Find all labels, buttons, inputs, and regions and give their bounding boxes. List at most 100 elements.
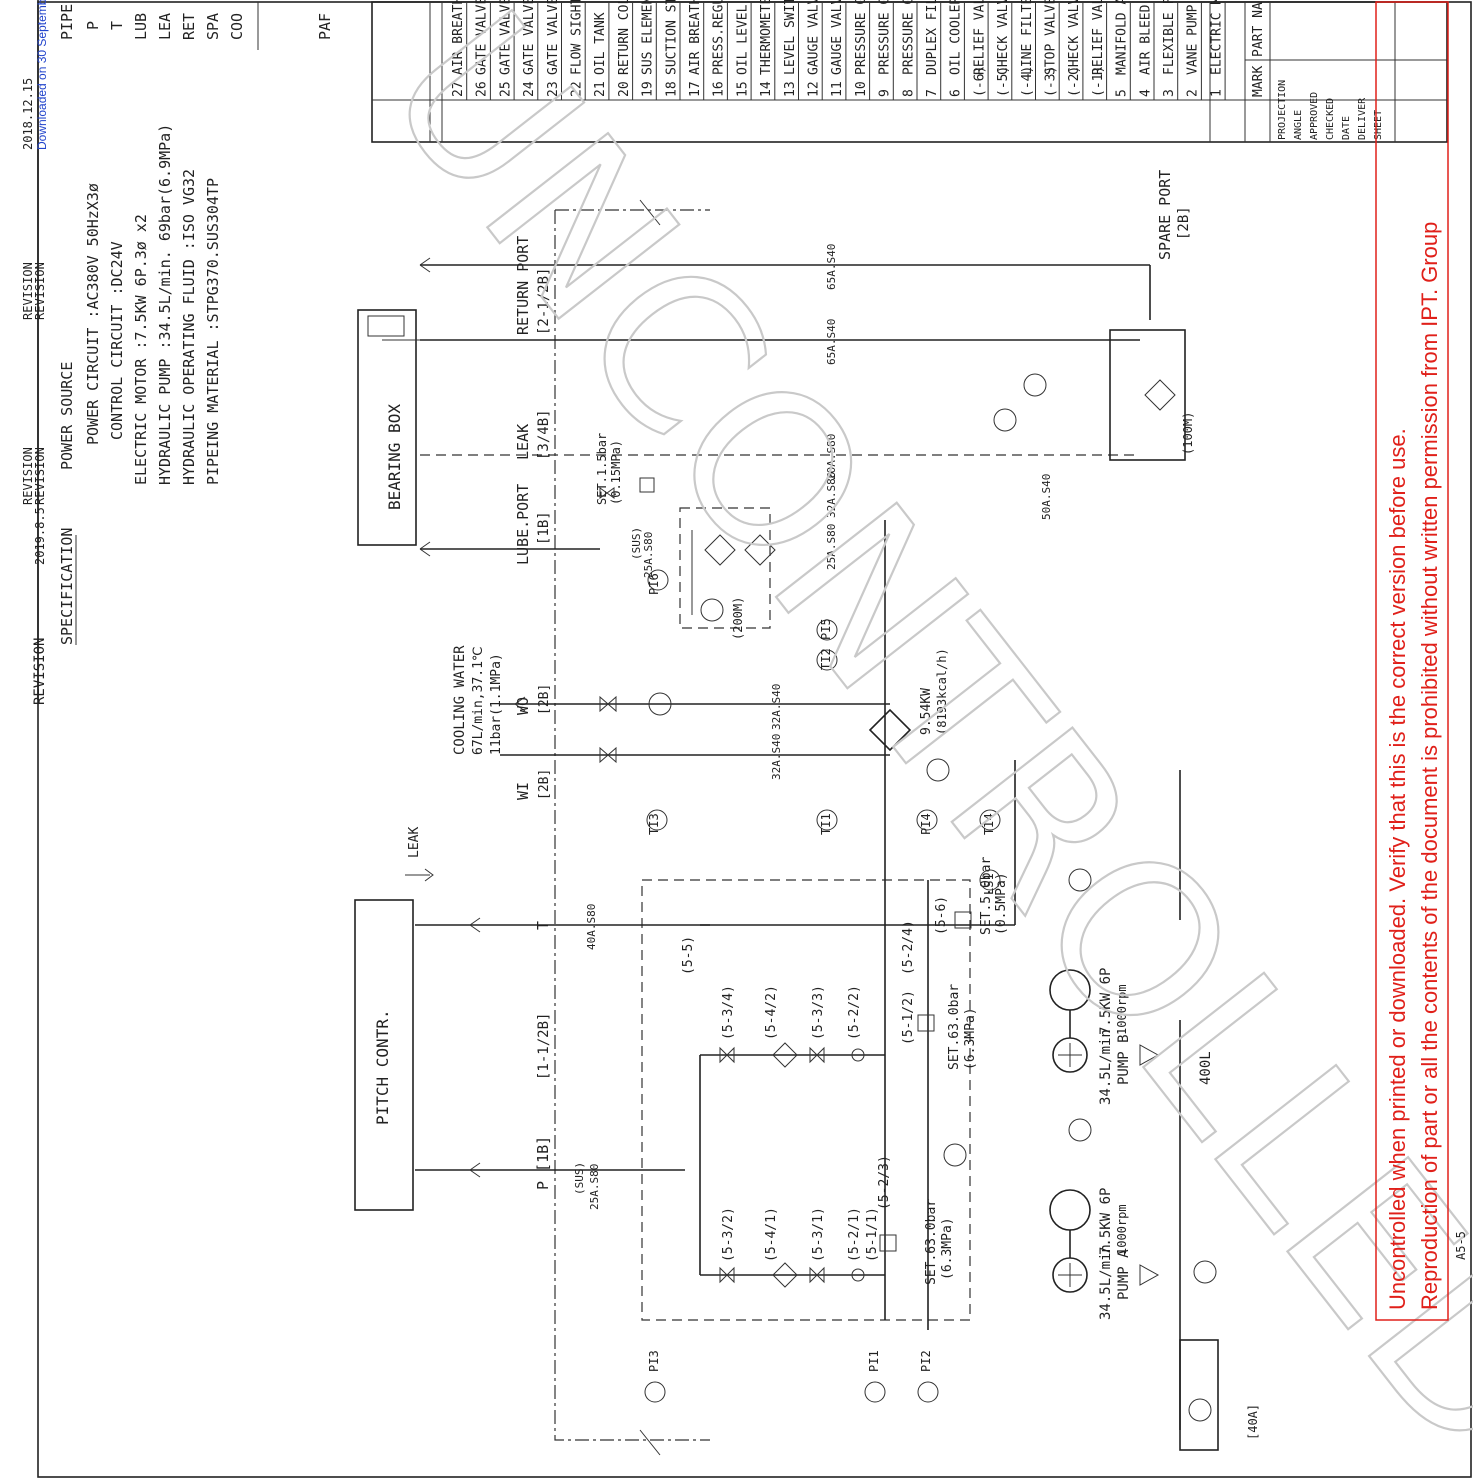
svg-text:50A.S40: 50A.S40 — [1040, 474, 1053, 520]
svg-text:(5-3/4): (5-3/4) — [721, 985, 736, 1040]
title-block-field: APPROVED — [1309, 92, 1320, 140]
disclaimer-line-2: Reproduction of part or all the contents… — [1417, 222, 1442, 1310]
part-name: RELIEF VAL — [1091, 0, 1106, 75]
part-number: 11 — [830, 81, 845, 97]
disclaimer-box — [1375, 1, 1449, 1321]
svg-text:[1B]: [1B] — [536, 511, 552, 545]
manifold-legs — [699, 1042, 885, 1288]
svg-text:20A.S80: 20A.S80 — [825, 434, 838, 480]
svg-text:(5-5): (5-5) — [681, 936, 696, 975]
svg-text:40A.S80: 40A.S80 — [585, 904, 598, 950]
part-name: ELECTRIC MO — [1209, 0, 1224, 75]
svg-text:T: T — [534, 921, 552, 930]
part-name: PRESSURE GA — [901, 0, 916, 75]
svg-text:1000rpm: 1000rpm — [1115, 984, 1129, 1035]
part-name: GATE VALVE — [475, 0, 490, 75]
part-name: LINE FILTER — [1020, 0, 1035, 75]
part-number: 19 — [641, 81, 656, 97]
spec-line-1: POWER CIRCUIT :AC380V 50HzX3ø — [84, 183, 102, 445]
svg-text:65A.S40: 65A.S40 — [825, 319, 838, 365]
part-name: RELIEF VAL — [972, 0, 987, 75]
svg-text:34.5L/min: 34.5L/min — [1098, 1244, 1114, 1320]
svg-text:TI1: TI1 — [819, 813, 833, 835]
rev-1-date: 2019.8.5 — [33, 507, 47, 565]
part-name: GATE VALVE — [522, 0, 537, 75]
duplex-filter-boundary — [679, 507, 771, 629]
part-number: 14 — [759, 81, 774, 97]
part-number: 3 — [1162, 89, 1177, 97]
svg-text:PI3: PI3 — [647, 1350, 661, 1372]
part-name: AIR BLEED OFF — [1138, 0, 1153, 75]
svg-text:[2B]: [2B] — [537, 769, 552, 800]
part-name: GATE VALVE — [546, 0, 561, 75]
svg-text:(5-2/3): (5-2/3) — [877, 1155, 892, 1210]
svg-text:(SUS): (SUS) — [630, 527, 643, 560]
part-name: VANE PUMP — [1186, 4, 1201, 75]
part-number: 8 — [901, 89, 916, 97]
svg-text:34.5L/min: 34.5L/min — [1098, 1029, 1114, 1105]
pipe-heading: PIPE — [58, 4, 76, 40]
part-name: SUS ELEMEN — [641, 0, 656, 75]
part-number: 10 — [854, 81, 869, 97]
svg-text:(5-1/1): (5-1/1) — [865, 1207, 880, 1262]
part-number: 23 — [546, 81, 561, 97]
part-name: LEVEL SWIT — [783, 0, 798, 75]
svg-text:(5-2/1): (5-2/1) — [847, 1207, 862, 1262]
part-name: SUCTION STR — [664, 0, 679, 75]
port-labels: RETURN PORT [2-1/2B] LEAK [3/4B] LUBE.PO… — [514, 170, 1192, 1190]
manifold-item-labels: (5-3/4) (5-4/2) (5-3/3) (5-2/2) (5-3/2) … — [681, 896, 949, 1262]
svg-text:(0.5MPa): (0.5MPa) — [994, 872, 1009, 935]
part-number: 18 — [664, 81, 679, 97]
title-block-field: PROJECTION — [1277, 80, 1288, 140]
svg-text:TI4: TI4 — [982, 813, 996, 835]
part-number: 15 — [735, 81, 750, 97]
cooler-kcal: (8193kcal/h) — [935, 648, 949, 735]
part-name: OIL COOLER — [949, 0, 964, 75]
oil-tank: 400L [40A] — [1139, 1020, 1260, 1451]
instrument-gauges — [644, 569, 1001, 1403]
svg-text:65A.S40: 65A.S40 — [825, 244, 838, 290]
svg-text:LEAK: LEAK — [514, 424, 532, 460]
part-number: 5 — [1115, 89, 1130, 97]
pipe-spa: SPA — [204, 13, 222, 40]
cooler-kw: 9.54KW — [919, 688, 934, 735]
svg-text:67L/min,37.1℃: 67L/min,37.1℃ — [471, 646, 486, 755]
svg-text:(5-3/2): (5-3/2) — [721, 1207, 736, 1262]
svg-text:(200M): (200M) — [731, 597, 745, 640]
svg-text:SET.5.0bar: SET.5.0bar — [979, 857, 994, 935]
set-lube: SET.1.5bar — [595, 433, 609, 505]
part-name: MANIFOLD A — [1115, 0, 1130, 75]
pitch-controller-box — [354, 899, 414, 1211]
svg-text:(SUS): (SUS) — [573, 1162, 586, 1195]
svg-text:PI6: PI6 — [647, 573, 661, 595]
svg-text:WO: WO — [514, 697, 532, 715]
pipe-ret: RET — [180, 13, 198, 40]
svg-text:TI2: TI2 — [819, 648, 833, 670]
part-name: STOP VALVE — [1044, 0, 1059, 75]
part-number: (-2) — [1067, 66, 1082, 97]
svg-text:[2B]: [2B] — [1176, 206, 1192, 240]
svg-text:(5-3/3): (5-3/3) — [811, 985, 826, 1040]
part-name: DUPLEX FIL — [925, 0, 940, 75]
svg-text:11bar(1.1MPa): 11bar(1.1MPa) — [489, 653, 504, 755]
title-block-field: SHEET — [1373, 110, 1384, 140]
svg-text:LS1: LS1 — [982, 873, 996, 895]
part-number: 22 — [570, 81, 585, 97]
svg-text:(5-2/4): (5-2/4) — [901, 920, 916, 975]
svg-text:PUMP B: PUMP B — [1116, 1034, 1132, 1085]
svg-text:SET.63.0bar: SET.63.0bar — [924, 1199, 939, 1285]
svg-text:(5-4/2): (5-4/2) — [764, 985, 779, 1040]
part-number: 17 — [688, 81, 703, 97]
svg-text:SPARE PORT: SPARE PORT — [1156, 170, 1174, 260]
instrument-tags: PI1 PI2 PI3 PI4 PI5 PI6 TI1 TI2 TI3 TI4 … — [647, 573, 996, 1372]
pipe-coo: COO — [228, 13, 246, 40]
svg-text:PI2: PI2 — [919, 1350, 933, 1372]
part-name: PRESSURE GA — [854, 0, 869, 75]
part-number: 7 — [925, 89, 940, 97]
part-number: (-3) — [1044, 66, 1059, 97]
svg-text:400L: 400L — [1198, 1051, 1214, 1085]
disclaimer-line-1: Uncontrolled when printed or downloaded.… — [1385, 428, 1410, 1310]
svg-text:25A.S80: 25A.S80 — [642, 532, 655, 578]
